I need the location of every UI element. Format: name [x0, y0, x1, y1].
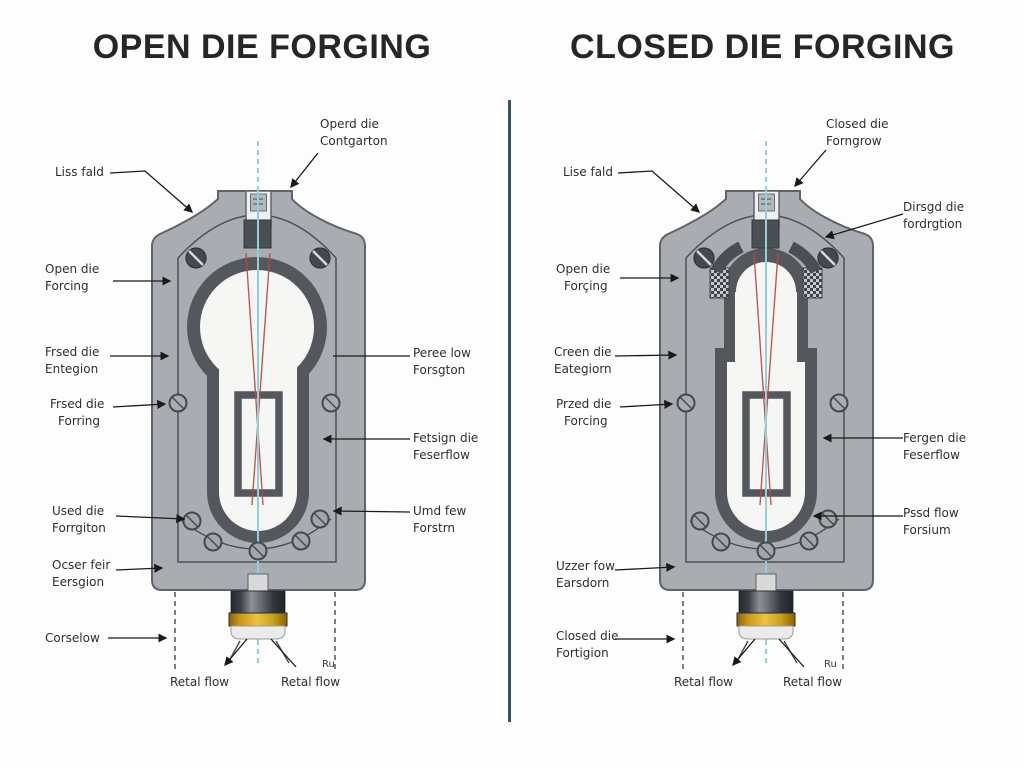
label-przed-die-forcing: Przed die Forcing [556, 397, 612, 428]
open-die-diagram [108, 141, 411, 671]
label-pssd-flow-forsium: Pssd flow Forsium [903, 506, 959, 537]
label-fergen-die-feserflow: Fergen die Feserflow [903, 431, 967, 462]
label-ru-right: Ru [824, 659, 837, 670]
label-closed-die-forngrow: Closed die Forngrow [826, 117, 889, 148]
label-open-die-forcing-right: Open die Forçing [556, 262, 611, 293]
label-uzzer-fow-earsdorn: Uzzer fow Earsdorn [556, 559, 615, 590]
label-fetsign-die-feserflow: Fetsign die Feserflow [413, 431, 479, 462]
label-dirsgd-die-fordrgtion: Dirsgd die fordrgtion [903, 200, 965, 231]
label-peree-low-forsgton: Peree low Forsgton [413, 346, 471, 377]
left-panel-title: OPEN DIE FORGING [92, 28, 432, 66]
label-ocser-feir-eersgion: Ocser feir Eersgion [52, 558, 111, 589]
open-die-leader-arrows [108, 152, 411, 668]
label-closed-die-fortigion: Closed die Fortigion [556, 629, 619, 660]
label-umd-few-forstrn: Umd few Forstrn [413, 504, 467, 535]
label-retal-flow-right-1: Retal flow [674, 675, 734, 689]
die-segment [710, 241, 744, 275]
panel-divider [508, 100, 511, 722]
label-lise-fald: Lise fald [563, 165, 613, 179]
label-creen-die-eategiorn: Creen die Eategiorn [554, 345, 612, 376]
label-operd-die-contgarton: Operd die Contgarton [320, 117, 388, 148]
label-retal-flow-left-1: Retal flow [170, 675, 230, 689]
label-corselow: Corselow [45, 631, 100, 645]
label-retal-flow-left-2: Retal flow [281, 675, 341, 689]
label-frsed-die-forring: Frsed die Forring [50, 397, 105, 428]
label-frsed-die-entegion: Frsed die Entegion [45, 345, 100, 376]
label-ru-left: Ru [322, 659, 335, 670]
closed-die-leader-arrows [614, 149, 904, 668]
label-retal-flow-right-2: Retal flow [783, 675, 843, 689]
closed-die-diagram [614, 141, 904, 671]
die-segment [788, 241, 822, 275]
label-liss-fald: Liss fald [55, 165, 104, 179]
right-panel-title: CLOSED DIE FORGING [570, 28, 955, 66]
label-open-die-forcing: Open die Forcing [45, 262, 100, 293]
label-used-die-forrgiton: Used die Forrgiton [52, 504, 106, 535]
